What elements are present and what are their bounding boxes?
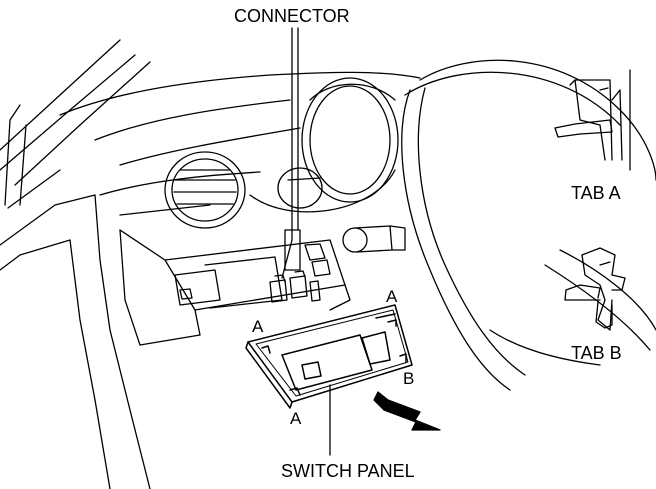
tab-b-label: TAB B xyxy=(571,343,622,363)
connector-label: CONNECTOR xyxy=(234,6,350,26)
light-switch xyxy=(342,225,406,253)
tab-a-marker-bottom: A xyxy=(290,409,302,428)
tab-a-marker-left: A xyxy=(252,317,264,336)
tab-a-label: TAB A xyxy=(571,183,621,203)
steering-wheel xyxy=(401,59,656,391)
air-vent xyxy=(164,151,246,229)
tab-b-marker: B xyxy=(403,369,415,388)
console-opening xyxy=(119,229,351,346)
connector-leader xyxy=(281,27,299,279)
windshield-pillar xyxy=(0,39,151,209)
instrument-cluster xyxy=(249,77,399,213)
tab-a-marker-top: A xyxy=(386,287,398,306)
door-panel xyxy=(0,194,151,489)
switch-panel-label: SWITCH PANEL xyxy=(281,461,415,481)
tab-a-detail xyxy=(554,69,631,171)
tab-b-detail xyxy=(564,247,626,331)
dashboard-top xyxy=(59,71,421,216)
switch-panel xyxy=(245,304,413,409)
connector-plugs xyxy=(269,229,321,303)
removal-arrow xyxy=(373,391,441,431)
